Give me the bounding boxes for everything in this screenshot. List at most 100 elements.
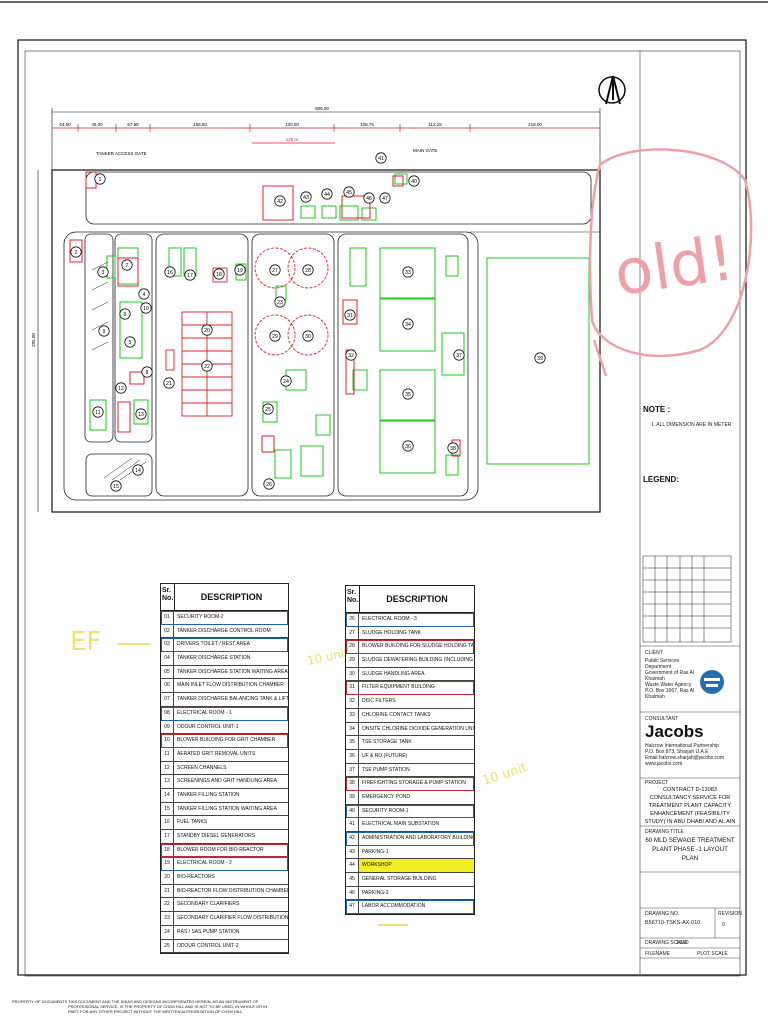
- row-number: 17: [161, 830, 174, 843]
- description-header: DESCRIPTION: [386, 594, 448, 604]
- row-number: 12: [161, 761, 174, 775]
- row-number: 30: [346, 667, 359, 681]
- building-marker: [269, 264, 281, 276]
- revision-value: 0: [722, 922, 725, 928]
- row-number: 11: [161, 747, 174, 761]
- building-number: 27: [272, 268, 278, 274]
- row-number: 44: [346, 859, 359, 873]
- building-number: 47: [382, 196, 388, 202]
- row-description: BIO-REACTOR FLOW DISTRIBUTION CHAMBER: [177, 887, 288, 894]
- row-number: 16: [161, 816, 174, 829]
- svg-text:108.75: 108.75: [360, 122, 374, 127]
- ef-annotation: EF: [70, 627, 101, 657]
- building-number: 38: [450, 446, 456, 452]
- sheet-border: [17, 39, 747, 976]
- building-marker: [302, 330, 314, 342]
- row-description: TSE STORAGE TANK: [362, 739, 412, 746]
- building-marker: [363, 192, 375, 204]
- building-number: 22: [204, 364, 210, 370]
- building-number: 21: [166, 381, 172, 387]
- building-marker: [408, 175, 420, 187]
- client-logo-icon: [700, 670, 724, 694]
- building-number: 17: [187, 273, 193, 279]
- building-number: 2: [75, 250, 78, 256]
- building-number: 29: [272, 334, 278, 340]
- old-annotation-text: old!: [610, 221, 738, 310]
- building-number: 24: [283, 379, 289, 385]
- buildings-red: [69, 171, 461, 457]
- north-arrow-icon: [598, 75, 626, 105]
- row-number: 45: [346, 873, 359, 886]
- building-marker: [163, 377, 175, 389]
- row-description: DISC FILTERS: [362, 698, 396, 705]
- building-marker: [234, 264, 246, 276]
- drawing-title-label: DRAWING TITLE: [645, 829, 684, 835]
- building-marker: [402, 318, 414, 330]
- row-description: WORKSHOP: [359, 859, 474, 873]
- building-marker: [213, 268, 225, 280]
- dimension-overall: [51, 108, 601, 170]
- row-number: 36: [346, 749, 359, 763]
- row-number: 05: [161, 665, 174, 679]
- row-description: AERATED GRIT REMOVAL UNITS: [177, 750, 256, 757]
- row-number: 13: [161, 775, 174, 788]
- row-number: 20: [161, 871, 174, 884]
- building-number: 6: [124, 312, 127, 318]
- building-marker: [280, 375, 292, 387]
- row-description: SLUDGE HANDLING AREA: [362, 670, 425, 677]
- building-marker: [92, 406, 104, 418]
- row-description: ODOUR CONTROL UNIT-1: [177, 723, 239, 730]
- building-marker: [379, 192, 391, 204]
- building-marker: [94, 173, 106, 185]
- emergency-pond: [486, 257, 590, 465]
- row-description: BIO-REACTORS: [177, 874, 215, 881]
- description-header: DESCRIPTION: [200, 592, 263, 602]
- building-number: 11: [95, 410, 100, 416]
- row-description: SLUDGE HOLDING TANK: [362, 629, 421, 636]
- row-number: 26: [346, 613, 359, 626]
- building-marker: [164, 266, 176, 278]
- row-description: TANKER DISCHARGE BALANCING TANK & LIFT S…: [177, 696, 288, 703]
- building-marker: [184, 269, 196, 281]
- row-number: 06: [161, 679, 174, 693]
- row-number: 15: [161, 802, 174, 816]
- building-number: 30: [305, 334, 311, 340]
- building-marker: [121, 259, 133, 271]
- row-number: 10: [161, 734, 174, 747]
- parking-hatch: [91, 261, 147, 481]
- building-marker: [269, 330, 281, 342]
- building-number: 20: [204, 328, 210, 334]
- tse-tanks: [349, 247, 465, 476]
- row-number: 40: [346, 804, 359, 818]
- scale-label: DRAWING SCALE: [645, 940, 687, 946]
- row-number: 43: [346, 845, 359, 859]
- building-marker: [263, 478, 275, 490]
- row-description: STANDBY DIESEL GENERATORS: [177, 833, 256, 839]
- building-number: 23: [277, 300, 283, 306]
- building-marker: [321, 188, 333, 200]
- building-number: 8: [146, 370, 149, 376]
- row-description: RAS / SAS PUMP STATION: [177, 928, 240, 935]
- building-number: 41: [378, 156, 384, 162]
- row-number: 35: [346, 736, 359, 749]
- building-number: 15: [113, 484, 119, 490]
- row-description: BLOWER ROOM FOR BIO-REACTOR: [177, 846, 264, 853]
- row-description: ADMINISTRATION AND LABORATORY BUILDING: [362, 835, 474, 841]
